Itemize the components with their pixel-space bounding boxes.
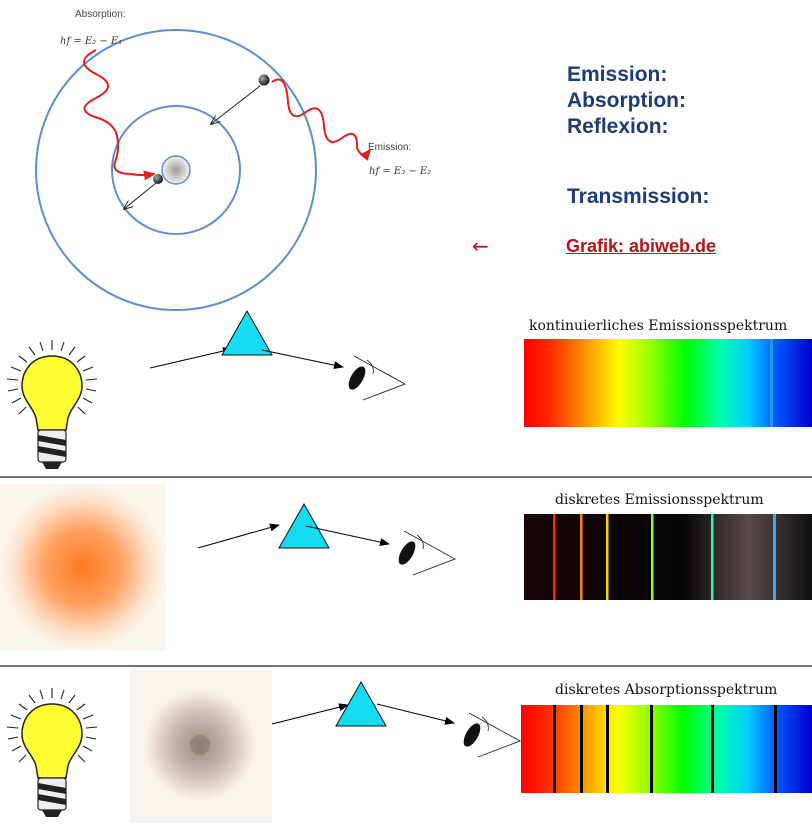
continuous-spectrum-band (524, 339, 812, 427)
ray-out (376, 703, 455, 725)
ray-out (261, 349, 344, 370)
term-reflexion: Reflexion: (567, 115, 669, 138)
row-discrete-absorption (6, 670, 812, 823)
absorption-spectrum-band (521, 705, 812, 793)
light-bulb-icon (6, 339, 98, 470)
term-transmission: Transmission: (567, 185, 710, 208)
left-arrow-icon: ← (472, 234, 489, 258)
transition-arrow-down (211, 85, 261, 124)
hot-gas-glow (0, 484, 166, 651)
electron-inner (153, 174, 163, 184)
row-discrete-emission (0, 484, 812, 651)
spectrum-title-discrete-emission: diskretes Emissionsspektrum (555, 492, 764, 508)
terms-block: Emission: Absorption: Reflexion: Transmi… (567, 62, 709, 210)
absorption-formula: hf = E₂ − E₁ (60, 36, 123, 47)
ray-out (305, 525, 390, 547)
emission-line (580, 514, 583, 600)
eye-icon (459, 712, 521, 758)
eye-icon (344, 355, 406, 401)
prism-icon (278, 503, 330, 549)
absorption-line (650, 705, 653, 793)
term-emission: Emission: (567, 63, 668, 86)
absorption-line (774, 705, 777, 793)
emission-spectrum-band (524, 514, 812, 600)
emission-caption: Emission: (368, 142, 412, 153)
absorption-caption: Absorption: (75, 9, 126, 20)
ray-in (271, 703, 349, 725)
nucleus (161, 155, 191, 185)
ray-in (149, 347, 233, 369)
electron-outer (258, 74, 270, 86)
spectrum-title-discrete-absorption: diskretes Absorptionsspektrum (555, 682, 778, 698)
emission-line (606, 514, 609, 600)
credit-link[interactable]: Grafik: abiweb.de (566, 236, 717, 256)
spectrum-title-continuous: kontinuierliches Emissionsspektrum (529, 318, 788, 334)
outer-orbit (35, 29, 317, 311)
light-bulb-icon (6, 687, 98, 818)
absorption-line (553, 705, 556, 793)
eye-icon (394, 530, 456, 576)
transition-arrow-inner (124, 182, 157, 209)
emission-line (773, 514, 776, 600)
emission-line (651, 514, 654, 600)
emission-formula: hf = E₃ − E₂ (369, 166, 432, 177)
ray-in (197, 523, 280, 549)
absorption-line (606, 705, 609, 793)
absorption-line (711, 705, 714, 793)
absorption-line (580, 705, 583, 793)
inner-orbit (111, 105, 241, 235)
row-continuous-emission (6, 310, 812, 470)
emission-line (711, 514, 714, 600)
emission-photon (271, 78, 372, 161)
absorption-photon (83, 49, 156, 181)
emission-line (553, 514, 556, 600)
prism-icon (221, 310, 273, 356)
atom-model (35, 29, 372, 311)
term-absorption: Absorption: (567, 89, 686, 112)
